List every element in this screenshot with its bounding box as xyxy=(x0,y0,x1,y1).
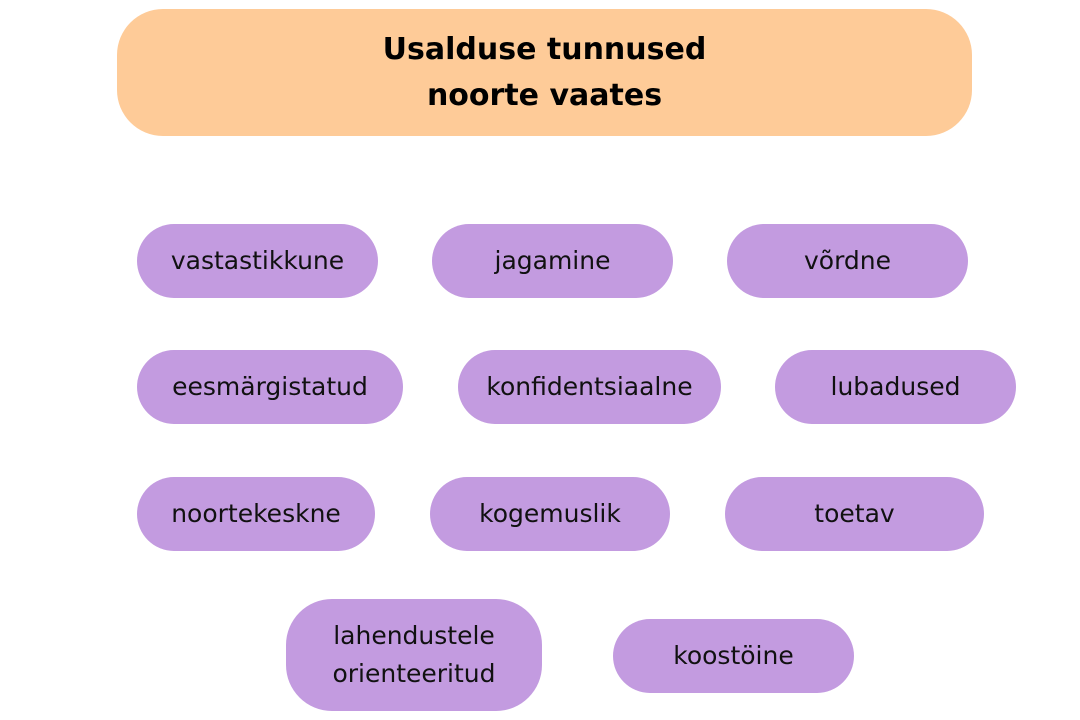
trait-koostoine: koostöine xyxy=(613,619,854,693)
trait-jagamine: jagamine xyxy=(432,224,673,298)
trait-label-line-1: lahendustele xyxy=(333,621,495,650)
trait-lahendustele-orienteeritud: lahendustele orienteeritud xyxy=(286,599,542,711)
trait-label: kogemuslik xyxy=(479,499,621,528)
trait-toetav: toetav xyxy=(725,477,984,551)
trait-vordne: võrdne xyxy=(727,224,968,298)
trait-label-line-2: orienteeritud xyxy=(332,659,496,688)
trait-label: toetav xyxy=(814,499,895,528)
trait-eesmargistatud: eesmärgistatud xyxy=(137,350,403,424)
trait-label: võrdne xyxy=(803,246,892,275)
trait-label: lubadused xyxy=(830,372,961,401)
trait-konfidentsiaalne: konfidentsiaalne xyxy=(458,350,721,424)
title-banner: Usalduse tunnused noorte vaates xyxy=(117,9,972,136)
trait-label: jagamine xyxy=(494,246,611,275)
trait-noortekeskne: noortekeskne xyxy=(137,477,375,551)
trait-kogemuslik: kogemuslik xyxy=(430,477,670,551)
trait-label: eesmärgistatud xyxy=(172,372,368,401)
title-line-1: Usalduse tunnused xyxy=(382,31,707,67)
trait-lubadused: lubadused xyxy=(775,350,1016,424)
trait-label: noortekeskne xyxy=(171,499,341,528)
trait-label: konfidentsiaalne xyxy=(486,372,693,401)
trait-label: vastastikkune xyxy=(170,246,345,275)
title-line-2: noorte vaates xyxy=(426,77,663,113)
trait-vastastikkune: vastastikkune xyxy=(137,224,378,298)
trait-label: koostöine xyxy=(673,641,794,670)
